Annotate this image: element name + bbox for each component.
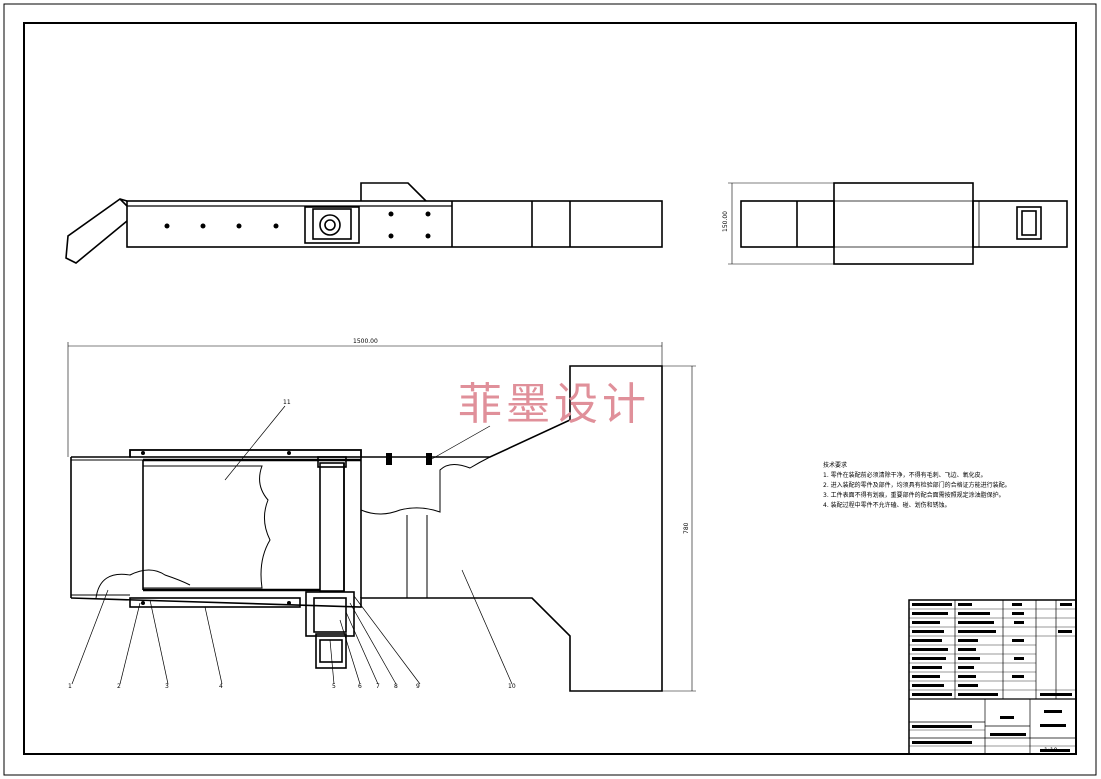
height-dim: 780 — [683, 522, 690, 534]
balloon-11: 11 — [283, 399, 291, 406]
requirement-2: 2. 进入装配的零件及部件，均须具有检验部门的合格证方能进行装配。 — [823, 482, 1011, 489]
title-block — [908, 599, 1077, 755]
balloon-8: 8 — [394, 683, 398, 690]
inner-frame — [23, 22, 1077, 755]
requirements-title: 技术要求 — [823, 462, 848, 469]
balloon-4: 4 — [219, 683, 223, 690]
balloons: 1 2 3 4 5 6 7 8 9 10 11 — [68, 399, 516, 690]
outer-frame — [3, 3, 1097, 776]
requirement-4: 4. 装配过程中零件不允许磕、碰、划伤和锈蚀。 — [823, 502, 951, 509]
top-view-holes — [164, 211, 431, 239]
title-block-fills — [912, 603, 1072, 752]
side-view-dimension — [728, 182, 834, 265]
balloon-6: 6 — [358, 683, 362, 690]
leader-lines — [71, 405, 513, 685]
requirement-1: 1. 零件在装配前必须清除干净，不得有毛刺、飞边、氧化皮。 — [823, 472, 987, 479]
balloon-1: 1 — [68, 683, 72, 690]
side-height-dim: 150.00 — [722, 211, 729, 232]
front-view-bolts — [141, 451, 432, 605]
watermark: 菲墨设计 — [458, 379, 650, 430]
technical-requirements: 技术要求 1. 零件在装配前必须清除干净，不得有毛刺、飞边、氧化皮。 2. 进入… — [823, 461, 1011, 511]
balloon-5: 5 — [332, 683, 336, 690]
title-block-rows — [909, 608, 1076, 747]
scale-value: 1:10 — [1044, 747, 1058, 754]
balloon-9: 9 — [416, 683, 420, 690]
balloon-3: 3 — [165, 683, 169, 690]
front-view-dimensions — [67, 342, 696, 692]
front-view — [70, 365, 663, 692]
balloon-2: 2 — [117, 683, 121, 690]
balloon-7: 7 — [376, 683, 380, 690]
balloon-10: 10 — [508, 683, 516, 690]
side-view — [740, 182, 1068, 265]
top-width-dim: 1500.00 — [353, 338, 378, 345]
top-view — [65, 182, 663, 264]
requirement-3: 3. 工件表面不得有划痕，重要部件的配合面需按照规定涂油脂保护。 — [823, 492, 1005, 499]
